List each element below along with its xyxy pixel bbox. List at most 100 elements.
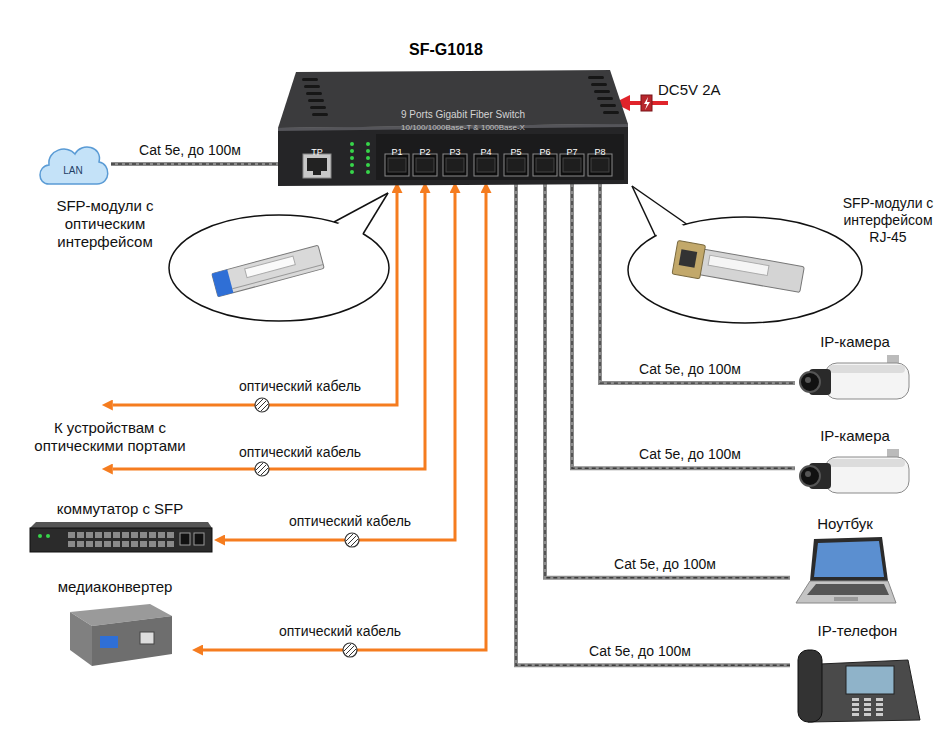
ip-camera-detail	[829, 365, 905, 373]
switch-housing-detail	[366, 142, 370, 146]
callout-bubble: SFP-модули с интерфейсом RJ-45	[627, 215, 863, 325]
switch-housing-detail	[350, 170, 354, 174]
sfp-port: P4	[473, 140, 499, 180]
ip-camera: IP-камера	[795, 427, 915, 502]
cable-label: Cat 5e, до 100м	[136, 141, 244, 159]
sfp-port-detail	[385, 154, 409, 176]
switch-housing-detail	[350, 149, 354, 153]
ip-camera: IP-камера	[795, 333, 915, 410]
sfp-port-detail	[388, 158, 406, 172]
sfp-port-label: P6	[539, 147, 550, 158]
text-holder: SF-G1018	[346, 40, 546, 59]
text-holder: LAN	[35, 160, 111, 178]
sfp-port-detail	[446, 158, 464, 172]
sfp-port-detail	[477, 158, 495, 172]
cable-mark	[255, 462, 269, 476]
ip-phone-label: IP-телефон	[818, 622, 898, 640]
ip-camera-detail	[805, 471, 811, 477]
switch-housing-detail	[376, 134, 624, 180]
sfp-port-detail	[591, 158, 609, 172]
text-holder: P1	[384, 141, 410, 159]
sfp-switch-detail	[30, 522, 212, 528]
sfp-switch-detail	[167, 541, 174, 547]
sfp-port-detail	[533, 154, 557, 176]
callout-bubble-detail	[708, 255, 769, 275]
lan-cloud-detail	[40, 147, 108, 184]
sfp-port-detail	[413, 154, 437, 176]
sfp-port: P1	[384, 140, 410, 180]
text-holder: Ноутбук	[790, 515, 900, 533]
sfp-port-outline	[559, 140, 585, 180]
text-holder: SFP-модули с оптическим интерфейсом	[49, 197, 161, 251]
rj45-port-detail	[313, 171, 321, 175]
sfp-switch-detail	[158, 541, 165, 547]
sfp-port: P2	[412, 140, 438, 180]
ip-camera-label: IP-камера	[820, 427, 890, 445]
sfp-switch-detail	[140, 541, 147, 547]
callout-bubble-detail	[632, 186, 655, 236]
sfp-switch-detail	[113, 541, 120, 547]
switch-housing-detail	[594, 90, 610, 93]
sfp-switch-detail	[131, 541, 138, 547]
cable-mark	[343, 643, 357, 657]
switch-housing-detail	[308, 99, 324, 102]
switch-housing-detail	[366, 170, 370, 174]
rj45-port-label: TP	[311, 147, 323, 158]
sfp-switch-detail	[86, 541, 93, 547]
rj45-port-detail	[307, 158, 327, 171]
media-converter-detail	[70, 612, 92, 666]
sfp-port-outline	[442, 140, 468, 180]
sfp-switch-detail	[122, 532, 129, 538]
sfp-port-detail	[536, 158, 554, 172]
callout-bubble-detail	[696, 249, 804, 293]
cable-label: Cat 5e, до 100м	[611, 555, 719, 573]
switch-housing-detail	[312, 113, 328, 116]
sfp-port-detail	[560, 154, 584, 176]
callout-bubble-label: SFP-модули с интерфейсом RJ-45	[833, 195, 943, 245]
sfp-switch-detail	[68, 541, 75, 547]
sfp-switch-detail	[180, 533, 190, 545]
laptop-label: Ноутбук	[817, 515, 873, 533]
sfp-switch-detail	[95, 541, 102, 547]
ip-phone-detail	[876, 703, 883, 706]
sfp-port-detail	[507, 158, 525, 172]
ip-camera-label: IP-камера	[820, 333, 890, 351]
lightning-symbol	[644, 97, 650, 110]
switch-housing-detail	[310, 106, 326, 109]
callout-bubble-detail	[672, 240, 805, 296]
ip-phone-detail	[852, 698, 859, 701]
sfp-port-detail	[504, 154, 528, 176]
ip-phone-detail	[852, 708, 859, 711]
rj45-port: TP	[295, 140, 339, 182]
lan-cloud: LAN	[35, 138, 111, 190]
ip-phone: IP-телефон	[790, 622, 925, 725]
sfp-port-detail	[416, 158, 434, 172]
text-holder: Cat 5e, до 100м	[40, 141, 340, 159]
text-holder: Cat 5e, до 100м	[540, 445, 840, 463]
ip-phone-detail	[876, 708, 883, 711]
sfp-port-label: P7	[566, 147, 577, 158]
callout-bubble-detail	[212, 270, 234, 297]
sfp-port-label: P8	[594, 147, 605, 158]
sfp-switch-detail	[140, 532, 147, 538]
callout-bubble-outline	[168, 213, 390, 323]
sfp-port: P5	[503, 140, 529, 180]
text-holder: P3	[442, 141, 468, 159]
sfp-switch-detail	[149, 532, 156, 538]
destination-note: К устройствам с оптическими портами	[25, 405, 195, 469]
optical-cable	[113, 193, 397, 412]
sfp-switch-detail	[158, 532, 165, 538]
cable-mark-hatch	[256, 399, 268, 411]
switch-housing-detail	[600, 104, 616, 107]
switch-housing-detail	[588, 76, 604, 79]
sfp-port-outline	[587, 140, 613, 180]
sfp-port: P7	[559, 140, 585, 180]
sfp-port-label: P3	[449, 147, 460, 158]
power-plug	[641, 95, 652, 111]
sfp-switch-detail	[149, 541, 156, 547]
ip-phone-detail	[864, 698, 871, 701]
rj45-port-outline	[295, 140, 339, 182]
laptop-detail	[807, 584, 889, 595]
text-holder: оптический кабель	[150, 443, 450, 461]
ip-phone-detail	[852, 703, 859, 706]
